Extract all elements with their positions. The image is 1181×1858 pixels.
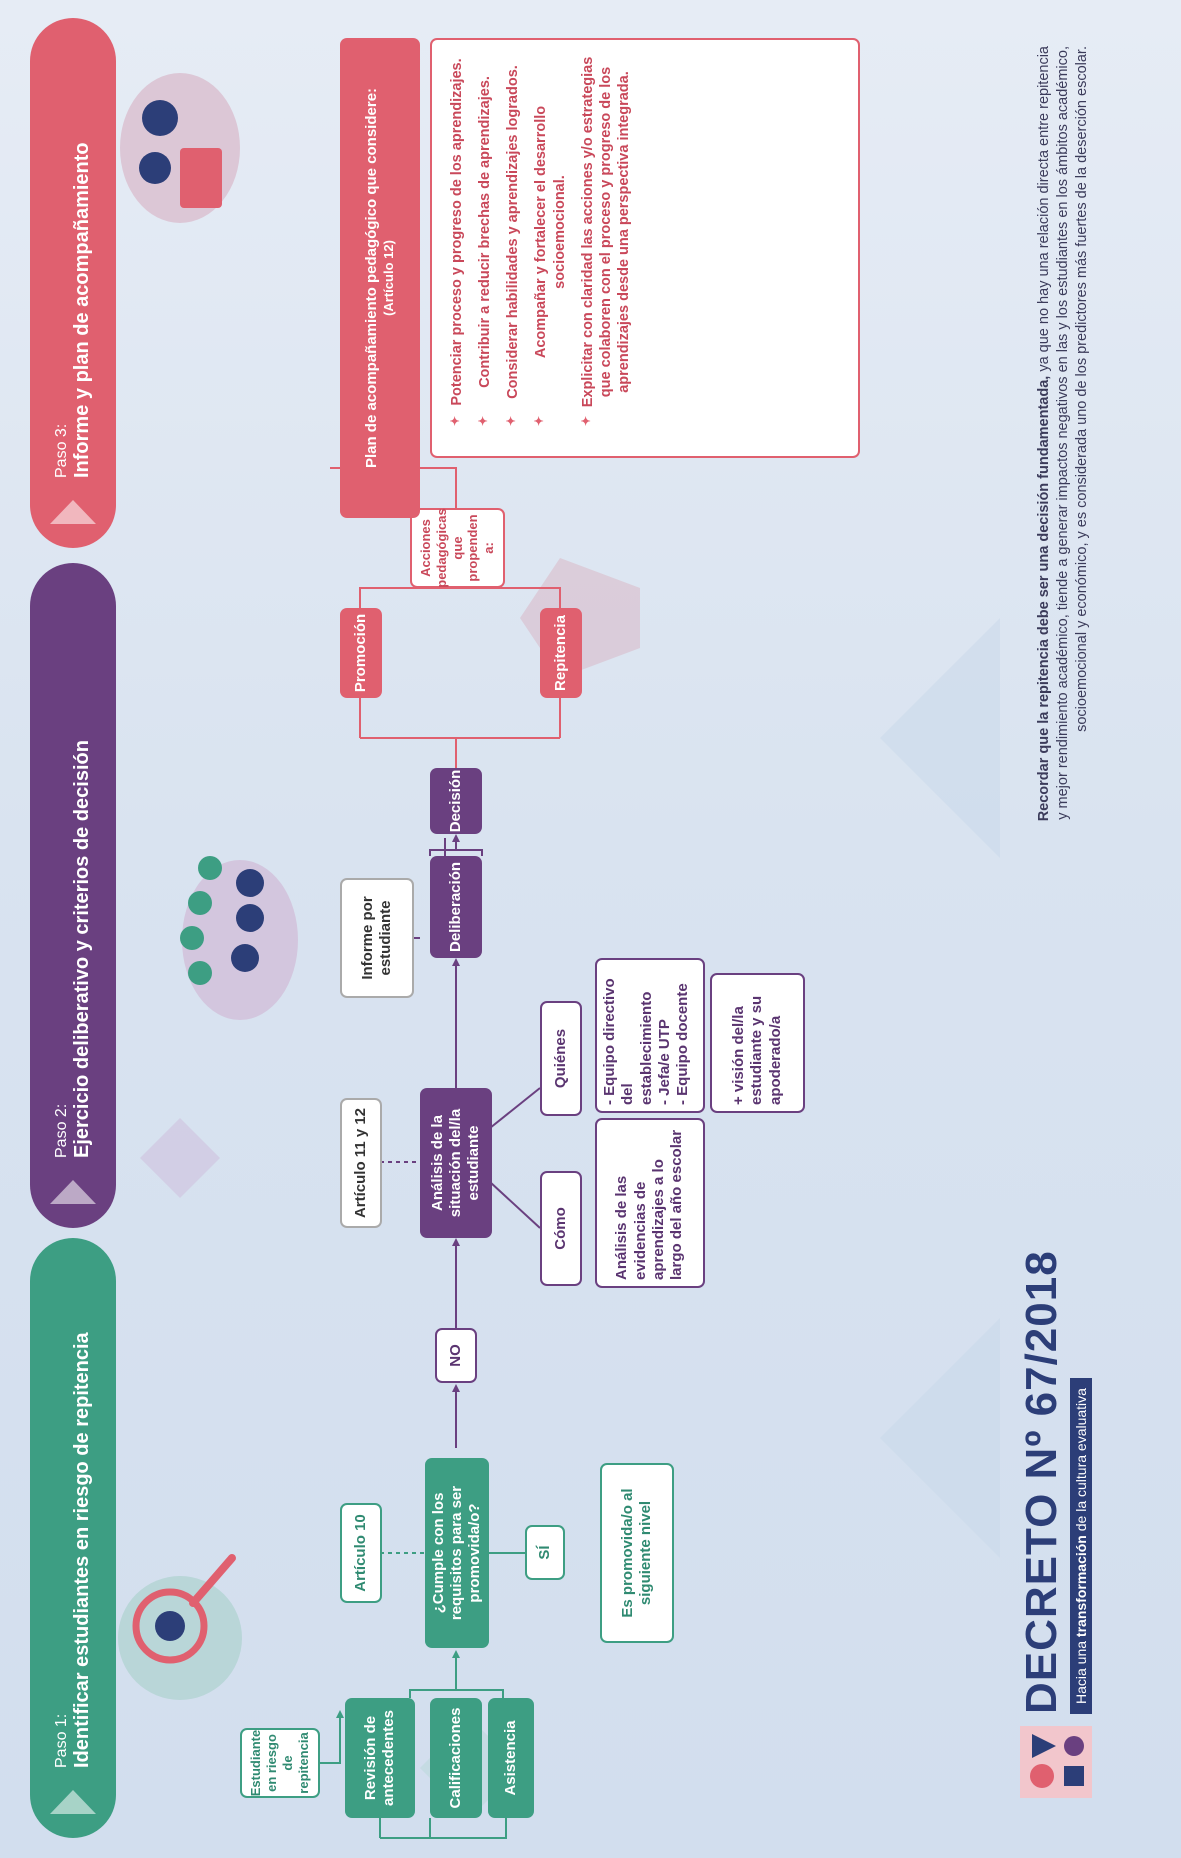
calificaciones-box: Calificaciones: [430, 1698, 482, 1818]
plan-subtitle: (Artículo 12): [381, 240, 397, 316]
step-3-label: Paso 3:: [52, 423, 70, 478]
deliberacion-box: Deliberación: [430, 856, 482, 958]
step-2-label: Paso 2:: [52, 1103, 70, 1158]
plan-list-box: Potenciar proceso y progreso de los apre…: [430, 38, 860, 458]
vision-box: + visión del/la estudiante y su apoderad…: [710, 973, 805, 1113]
step-1-header: Paso 1: Identificar estudiantes en riesg…: [30, 1238, 116, 1838]
tagline-pre: Hacia una: [1073, 1637, 1089, 1704]
plan-title-box: Plan de acompañamiento pedagógico que co…: [340, 38, 420, 518]
footer-bold: Recordar que la repitencia debe ser una …: [1036, 375, 1052, 822]
laptop-icon: [180, 148, 222, 208]
decor-shape: [880, 1318, 1000, 1558]
speech-bubble-icon: [188, 961, 212, 985]
articulo-10-box: Artículo 10: [340, 1503, 382, 1603]
quienes-desc-box: - Equipo directivo del establecimiento -…: [595, 958, 705, 1113]
decision-box: Decisión: [430, 768, 482, 834]
no-box: NO: [435, 1328, 477, 1383]
analisis-box: Análisis de la situación del/la estudian…: [420, 1088, 492, 1238]
plan-item: Acompañar y fortalecer el desarrollo soc…: [532, 56, 568, 408]
plan-item: Potenciar proceso y progreso de los apre…: [448, 56, 466, 408]
promovida-box: Es promovida/o al siguiente nivel: [600, 1463, 674, 1643]
step-1-title: Identificar estudiantes en riesgo de rep…: [70, 1332, 93, 1768]
step-1-label: Paso 1:: [52, 1713, 70, 1768]
plan-title: Plan de acompañamiento pedagógico que co…: [362, 87, 380, 469]
step-2-header: Paso 2: Ejercicio deliberativo y criteri…: [30, 563, 116, 1228]
quienes-item: - Equipo directivo del establecimiento: [601, 978, 655, 1105]
tagline-bold: transformación: [1073, 1535, 1089, 1638]
magnifier-icon: [132, 1588, 208, 1664]
articulo-11-12-box: Artículo 11 y 12: [340, 1098, 382, 1228]
decreto-logo-icon: [1020, 1726, 1092, 1798]
speech-bubble-icon: [198, 856, 222, 880]
quienes-box: Quiénes: [540, 1001, 582, 1116]
promocion-box: Promoción: [340, 608, 382, 698]
acciones-box: Acciones pedagógicas que propenden a:: [410, 508, 505, 588]
speech-bubble-icon: [180, 926, 204, 950]
chevron-right-icon: [50, 1790, 96, 1814]
plan-list: Potenciar proceso y progreso de los apre…: [448, 56, 643, 426]
plan-item: Considerar habilidades y aprendizajes lo…: [504, 56, 522, 408]
como-desc-box: Análisis de las evidencias de aprendizaj…: [595, 1118, 705, 1288]
decor-shape: [880, 618, 1000, 858]
informe-box: Informe por estudiante: [340, 878, 414, 998]
asistencia-box: Asistencia: [488, 1698, 534, 1818]
chevron-right-icon: [50, 1180, 96, 1204]
repitencia-box: Repitencia: [540, 608, 582, 698]
tagline-post: de la cultura evaluativa: [1073, 1388, 1089, 1536]
si-box: SÍ: [525, 1525, 565, 1580]
chevron-right-icon: [50, 500, 96, 524]
footer-line1: ya que no hay una relación directa entre…: [1036, 46, 1052, 376]
brand-banner: DECRETO Nº 67/2018 Hacia una transformac…: [1017, 1250, 1092, 1798]
cumple-box: ¿Cumple con los requisitos para ser prom…: [425, 1458, 489, 1648]
como-box: Cómo: [540, 1171, 582, 1286]
brand-tagline: Hacia una transformación de la cultura e…: [1070, 1378, 1092, 1714]
quienes-item: - Jefa/e UTP: [655, 1019, 673, 1105]
footer-line2: y mejor rendimiento académico, tiende a …: [1055, 46, 1072, 820]
estudiante-box: Estudiante en riesgo de repitencia: [240, 1728, 320, 1798]
step-2-title: Ejercicio deliberativo y criterios de de…: [70, 740, 93, 1158]
footer-note: Recordar que la repitencia debe ser una …: [1035, 46, 1092, 1316]
speech-bubble-icon: [188, 891, 212, 915]
footer-line3: socioemocional y económico, y es conside…: [1074, 46, 1091, 732]
plan-item: Contribuir a reducir brechas de aprendiz…: [476, 56, 494, 408]
step-3-title: Informe y plan de acompañamiento: [70, 142, 93, 478]
quienes-item: - Equipo docente: [674, 983, 692, 1105]
illustration-student-circle: [118, 1576, 242, 1700]
plan-item: Explicitar con claridad las acciones y/o…: [579, 56, 633, 408]
decor-shape: [140, 1118, 220, 1198]
brand-title: DECRETO Nº 67/2018: [1017, 1250, 1066, 1714]
revision-box: Revisión de antecedentes: [345, 1698, 415, 1818]
step-3-header: Paso 3: Informe y plan de acompañamiento: [30, 18, 116, 548]
